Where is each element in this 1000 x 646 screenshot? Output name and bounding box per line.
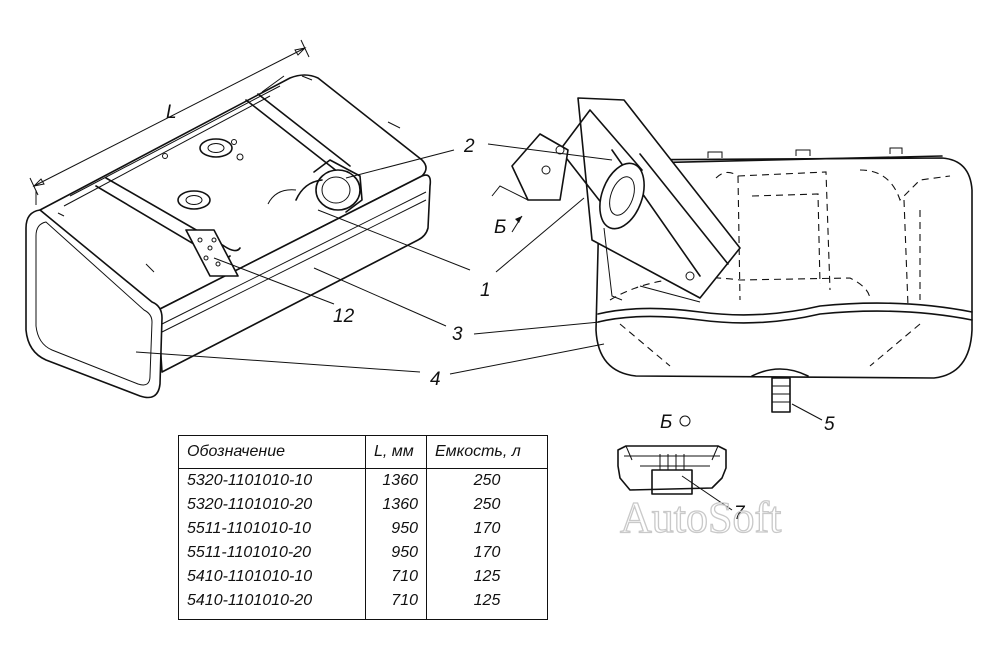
label-12: 12: [333, 306, 355, 327]
label-1: 1: [480, 280, 491, 301]
tank-section-view: [491, 97, 973, 413]
table-header-row: Обозначение L, мм Емкость, л: [178, 435, 548, 469]
detail-view-b: [617, 415, 727, 495]
table-row: 5320-1101010-10 1360 250: [178, 468, 548, 493]
cell-capacity: 125: [426, 589, 548, 620]
cell-designation: 5320-1101010-10: [178, 468, 366, 493]
cell-designation: 5410-1101010-10: [178, 565, 366, 589]
cell-length: 950: [365, 541, 427, 565]
cell-capacity: 125: [426, 565, 548, 589]
column-header-length: L, мм: [365, 435, 427, 469]
cell-designation: 5410-1101010-20: [178, 589, 366, 620]
table-row: 5410-1101010-10 710 125: [178, 565, 548, 589]
table-row: 5511-1101010-20 950 170: [178, 541, 548, 565]
cell-capacity: 170: [426, 541, 548, 565]
table-row: 5410-1101010-20 710 125: [178, 589, 548, 620]
cell-designation: 5320-1101010-20: [178, 493, 366, 517]
column-header-capacity: Емкость, л: [426, 435, 548, 469]
label-3: 3: [452, 324, 463, 345]
cell-length: 1360: [365, 468, 427, 493]
leader-lines: [135, 143, 823, 511]
spec-table: Обозначение L, мм Емкость, л 5320-110101…: [178, 435, 548, 620]
label-7: 7: [734, 503, 746, 524]
pump-assembly: [491, 97, 741, 303]
cell-length: 1360: [365, 493, 427, 517]
label-dimension-l: L: [166, 102, 177, 123]
cell-length: 710: [365, 565, 427, 589]
cell-length: 710: [365, 589, 427, 620]
label-4: 4: [430, 369, 441, 390]
label-5: 5: [824, 414, 835, 435]
cell-capacity: 170: [426, 517, 548, 541]
dimension-l: [29, 39, 310, 205]
cell-length: 950: [365, 517, 427, 541]
label-2: 2: [463, 136, 475, 157]
watermark: AutoSoft: [620, 493, 781, 542]
table-row: 5511-1101010-10 950 170: [178, 517, 548, 541]
cell-designation: 5511-1101010-10: [178, 517, 366, 541]
cell-designation: 5511-1101010-20: [178, 541, 366, 565]
cell-capacity: 250: [426, 468, 548, 493]
label-view-b: Б: [660, 412, 672, 433]
table-row: 5320-1101010-20 1360 250: [178, 493, 548, 517]
label-view-arrow-b: Б: [494, 217, 506, 238]
tank-isometric-view: [25, 39, 432, 399]
cell-capacity: 250: [426, 493, 548, 517]
column-header-designation: Обозначение: [178, 435, 366, 469]
